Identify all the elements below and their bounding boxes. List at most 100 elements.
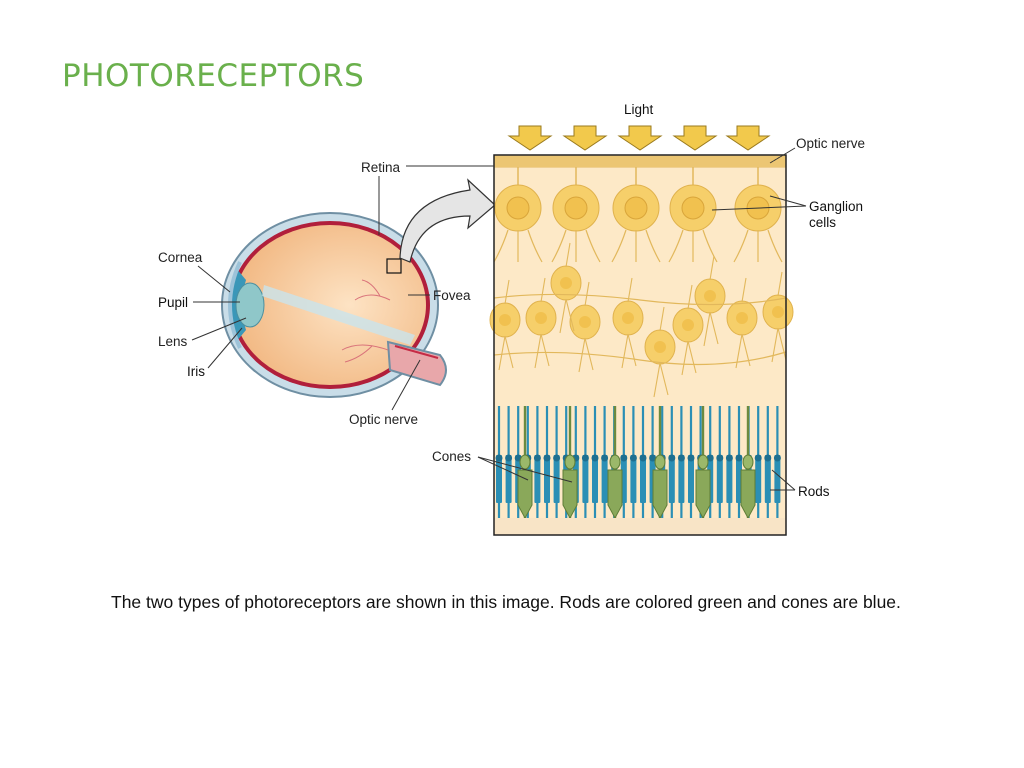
cone-nucleus — [754, 454, 762, 462]
leader-optic-nerve-retina — [769, 147, 796, 164]
cone-outer-segment — [601, 455, 608, 503]
bipolar-nucleus — [682, 319, 694, 331]
rod — [652, 469, 668, 520]
label-retina: Retina — [361, 160, 401, 175]
cone-outer-segment — [553, 455, 560, 503]
eye-cross-section — [221, 212, 447, 398]
leader-iris — [207, 327, 243, 369]
cone-nucleus — [601, 454, 609, 462]
rod — [517, 469, 533, 520]
pigment-epithelium — [494, 518, 786, 535]
leader-ganglion-b — [711, 205, 807, 211]
dendrite — [668, 229, 684, 263]
retinal-vessel — [394, 345, 439, 359]
dendrite — [585, 229, 601, 263]
leader-rods-a — [771, 469, 796, 491]
rod — [740, 469, 756, 520]
cone-nucleus — [716, 454, 724, 462]
bipolar-process — [653, 306, 669, 398]
label-cones: Cones — [432, 449, 471, 464]
slide-caption: The two types of photoreceptors are show… — [111, 592, 901, 612]
dendrite — [527, 229, 543, 263]
bipolar-nucleus — [736, 312, 748, 324]
label-lens: Lens — [158, 334, 188, 349]
cone-nucleus — [620, 454, 628, 462]
leader-cones-a — [477, 456, 529, 481]
label-fovea: Fovea — [433, 288, 471, 303]
bipolar-nucleus — [772, 306, 784, 318]
bipolar-process — [681, 284, 697, 376]
rod-nucleus — [519, 454, 531, 470]
label-rods: Rods — [798, 484, 830, 499]
cone-outer-segment — [592, 455, 598, 503]
rod-nucleus — [697, 454, 709, 470]
cone-nucleus — [677, 454, 685, 462]
cone-outer-segment — [582, 455, 589, 503]
bipolar-process — [534, 277, 550, 369]
bipolar-nucleus — [704, 290, 716, 302]
cone-outer-segment — [716, 455, 723, 503]
bipolar-nucleus — [499, 314, 511, 326]
dendrite — [551, 229, 567, 263]
label-iris: Iris — [187, 364, 205, 379]
leader-ganglion-a — [769, 195, 807, 207]
cone-outer-segment — [630, 455, 637, 503]
label-cornea: Cornea — [158, 250, 203, 265]
rod-nucleus — [654, 454, 666, 470]
dendrite — [702, 229, 718, 263]
bipolar-process — [703, 255, 719, 347]
bipolar-process — [559, 242, 575, 334]
bipolar-nucleus — [654, 341, 666, 353]
label-ganglion-2: cells — [809, 215, 836, 230]
cone-nucleus — [773, 454, 781, 462]
cone-outer-segment — [544, 455, 550, 503]
dendrite — [767, 229, 783, 263]
rod — [695, 469, 711, 520]
horizontal-process — [493, 293, 787, 306]
leader-cornea — [197, 265, 231, 293]
visual-axis-band — [262, 285, 415, 345]
lens-shape — [235, 282, 265, 328]
cone-nucleus — [649, 454, 657, 462]
label-ganglion-1: Ganglion — [809, 199, 863, 214]
rod-nucleus — [564, 454, 576, 470]
bipolar-process — [771, 271, 787, 363]
bipolar-process — [621, 277, 637, 369]
cone-outer-segment — [755, 455, 762, 503]
dendrite — [733, 229, 749, 263]
cone-nucleus — [687, 454, 695, 462]
dendrite — [611, 229, 627, 263]
cone-nucleus — [725, 454, 733, 462]
rod-nucleus — [742, 454, 754, 470]
cone-outer-segment — [534, 455, 541, 503]
ganglion-nucleus — [624, 196, 648, 220]
bipolar-process — [498, 279, 514, 371]
ganglion-nucleus — [506, 196, 530, 220]
cone-nucleus — [706, 454, 714, 462]
cone-outer-segment — [678, 455, 685, 503]
light-arrows — [507, 125, 771, 151]
cone-nucleus — [553, 454, 561, 462]
light-arrow — [672, 125, 718, 151]
cone-outer-segment — [688, 455, 694, 503]
leader-cones-b — [477, 456, 573, 483]
vitreous — [234, 225, 426, 385]
light-arrow — [725, 125, 771, 151]
cone-outer-segment — [764, 455, 771, 503]
magnify-arrow — [399, 178, 496, 263]
bipolar-nucleus — [579, 316, 591, 328]
light-arrow — [507, 125, 553, 151]
zoom-box — [386, 258, 402, 274]
cone-outer-segment — [774, 455, 781, 503]
cone-nucleus — [505, 454, 513, 462]
cone-nucleus — [764, 454, 772, 462]
ganglion-cell-layer — [493, 167, 783, 263]
label-optic-nerve-retina: Optic nerve — [796, 136, 865, 151]
cone-outer-segment — [726, 455, 733, 503]
cone-outer-segment — [505, 455, 512, 503]
ganglion-nucleus — [564, 196, 588, 220]
cone-nucleus — [639, 454, 647, 462]
cornea-shape — [228, 261, 242, 349]
rod — [607, 469, 623, 520]
